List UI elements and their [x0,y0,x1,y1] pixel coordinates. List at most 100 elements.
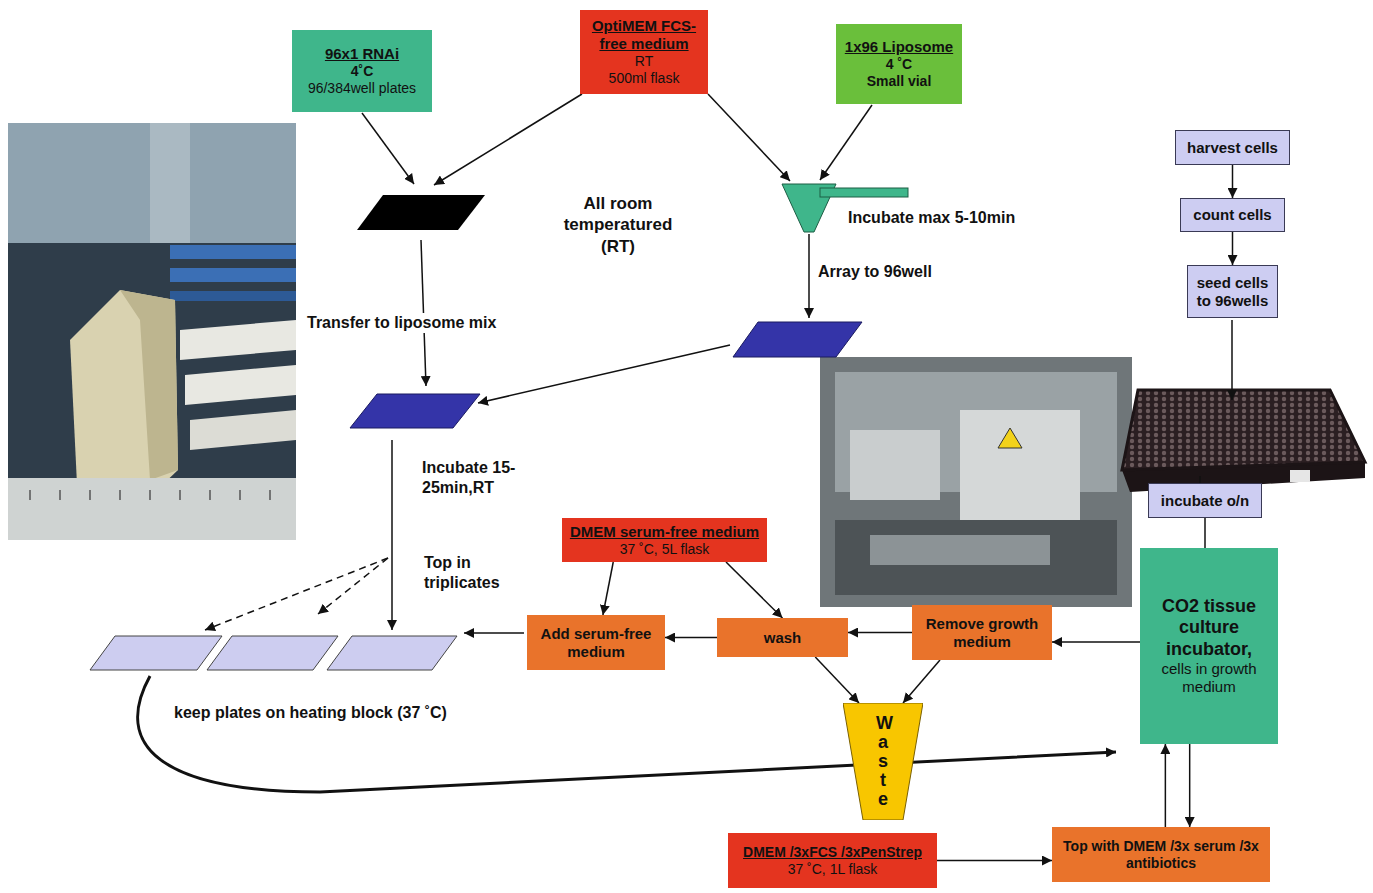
flow-connector [1052,641,1140,643]
robot-photo [150,123,190,243]
annotation-label: Incubate max 5-10min [846,208,1017,228]
flow-arrow [138,676,1116,792]
step-box: harvest cells [1175,130,1290,165]
arrayed-plate [733,322,862,357]
cell-plate [327,636,457,670]
flow-arrow [318,558,388,614]
robot-photo [8,123,296,540]
annotation-label: keep plates on heating block (37 ˚C) [172,703,449,723]
step-box: seed cells to 96wells [1187,265,1278,318]
annotation-label: All room temperatured (RT) [556,193,680,257]
reagent-box: 1x96 Liposome4 ˚CSmall vial [836,24,962,104]
node-detail: 500ml flask [609,70,680,87]
node-title: Top with DMEM /3x serum /3x antibiotics [1058,838,1264,872]
liposome-tube [782,184,908,232]
robot-photo [185,365,296,405]
robot-photo [8,123,296,540]
flow-arrow [205,558,388,630]
node-title: wash [764,629,802,647]
flow-connector [726,562,783,618]
robot-photo [180,320,296,360]
robot-photo [170,245,296,259]
node-detail: 37 ˚C, 1L flask [788,861,878,878]
flow-arrow [478,345,730,403]
flow-arrow [434,94,582,185]
node-detail: Small vial [867,73,932,90]
process-box: Top with DMEM /3x serum /3x antibiotics [1052,827,1270,882]
flow-arrow [708,94,790,181]
annotation-label: Incubate 15-25min,RT [420,458,528,498]
instrument-photo [870,535,1050,565]
flow-arrow [820,105,872,180]
arrayed-plate [733,322,862,357]
robot-photo [30,490,270,500]
instrument-photo [960,410,1080,520]
node-title: seed cells to 96wells [1194,274,1271,310]
node-title: DMEM /3xFCS /3xPenStrep [743,844,922,861]
flow-connector [903,660,940,703]
flow-connector [603,562,613,615]
flow-arrow [1199,476,1201,484]
waste-funnel: Waste [843,703,923,820]
microplate-picture [1122,390,1365,492]
node-detail: 37 ˚C, 5L flask [620,541,710,558]
instrument-photo [835,520,1117,595]
robot-photo [8,123,296,243]
flow-connector [848,632,912,634]
annotation-label: Transfer to liposome mix [305,313,498,333]
process-box: Remove growth medium [912,605,1052,660]
annotation-label: Array to 96well [816,262,934,282]
flow-arrow [808,234,810,318]
node-detail: 4˚C [351,63,374,80]
step-box: incubate o/n [1148,483,1262,518]
instrument-photo [820,357,1132,607]
cell-plate [207,636,338,670]
robot-photo [120,290,178,480]
node-title: count cells [1193,206,1271,224]
node-detail: 96/384well plates [308,80,416,97]
flow-connector [1165,744,1167,827]
transfection-plate [350,394,480,428]
node-title: Remove growth medium [918,615,1046,651]
microplate-picture [1290,470,1310,482]
node-detail: cells in growth medium [1146,660,1272,696]
instrument-photo [820,357,1132,607]
funnel-outline [843,703,923,820]
process-box: Add serum-free medium [527,615,665,670]
microplate-picture [1122,390,1365,470]
node-title: harvest cells [1187,139,1278,157]
instrument-photo [850,430,940,500]
robot-photo [190,410,296,450]
flow-arrow [1231,320,1233,400]
flow-arrow [391,440,393,630]
flow-connector [937,860,1052,862]
cell-plate [90,636,222,670]
cell-plate [90,636,457,670]
annotation-label: Top in triplicates [422,553,530,593]
reagent-box: 96x1 RNAi4˚C96/384well plates [292,30,432,112]
step-box: count cells [1180,198,1285,232]
node-title: incubate o/n [1161,492,1249,510]
node-title: OptiMEM FCS-free medium [586,17,702,53]
flow-connector [1189,744,1191,827]
liposome-tube [820,188,908,197]
medium-box: DMEM serum-free medium37 ˚C, 5L flask [562,518,767,562]
node-title: DMEM serum-free medium [570,523,759,541]
flow-connector [1204,518,1206,548]
node-detail: RT [635,53,653,70]
funnel-shape [843,703,923,820]
medium-box: DMEM /3xFCS /3xPenStrep37 ˚C, 1L flask [728,833,937,888]
node-title: Waste [876,714,890,808]
node-title: Add serum-free medium [533,625,659,661]
rnai-plate [357,195,485,230]
flow-connector [1232,165,1234,198]
instrument-photo [998,428,1022,448]
node-title: 1x96 Liposome [845,38,953,56]
incubator-box: CO2 tissue culture incubator,cells in gr… [1140,548,1278,744]
rnai-plate [357,195,485,230]
flow-arrow [138,94,1232,792]
node-title: CO2 tissue culture incubator, [1146,596,1272,661]
flow-connector [665,637,717,639]
